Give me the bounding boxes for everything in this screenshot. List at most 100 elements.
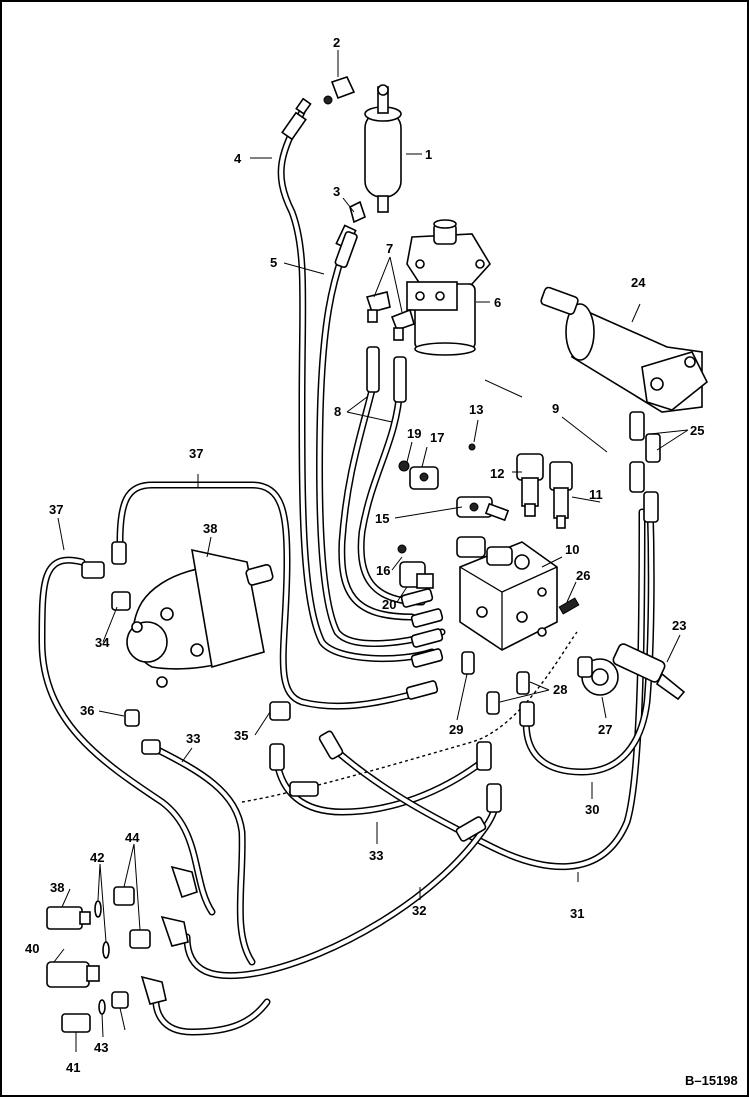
callout-19: 16 — [376, 563, 390, 578]
hose-end-32 — [141, 739, 161, 755]
elbow-hose-end-2 — [160, 915, 189, 947]
hose-crimp-30 — [455, 816, 487, 842]
callout-15: 15 — [375, 511, 389, 526]
hose-crimp-31 — [289, 781, 319, 797]
callout-40: 41 — [66, 1060, 80, 1075]
elbow-7a — [365, 291, 391, 323]
fitting-19 — [397, 536, 486, 558]
adapter-43b — [129, 929, 151, 949]
hose-end-b — [410, 608, 444, 628]
hose-end-28 — [629, 461, 645, 493]
callout-22: 24 — [631, 275, 646, 290]
callout-41: 42 — [90, 850, 104, 865]
hoses — [38, 108, 655, 1036]
figure-reference: B–15198 — [685, 1073, 738, 1088]
elbow-hose-end-1 — [170, 865, 198, 899]
callout-9: 9 — [552, 401, 559, 416]
hose-end-28b — [519, 701, 535, 727]
cartridge-11 — [549, 461, 573, 529]
hose-end-29 — [643, 491, 659, 523]
hose-end-5 — [334, 231, 358, 268]
callout-24: 26 — [576, 568, 590, 583]
drive-motor-36 — [126, 548, 274, 688]
hose-28 — [522, 498, 655, 776]
oring-41a — [94, 900, 102, 918]
hose-30 — [183, 788, 499, 980]
oring-42 — [98, 999, 106, 1015]
callout-1: 1 — [425, 147, 432, 162]
callout-23: 25 — [690, 423, 704, 438]
fitting-23a — [629, 411, 645, 441]
hose-end-8a — [366, 346, 380, 393]
hose-end-c — [410, 628, 444, 648]
oring-41b — [102, 941, 110, 959]
callout-12: 12 — [490, 466, 504, 481]
fitting-4-end — [281, 97, 312, 141]
elbow-25 — [577, 656, 619, 696]
hose-end-d — [410, 648, 444, 668]
callout-10: 10 — [565, 542, 579, 557]
elbow-hose-end-3 — [140, 975, 167, 1005]
fitting-2 — [323, 76, 356, 105]
plug-24 — [558, 597, 580, 615]
coupler-40 — [61, 1013, 91, 1033]
callout-3: 3 — [333, 184, 340, 199]
elbow-7b — [390, 308, 415, 341]
callout-31: 33 — [369, 848, 383, 863]
hose-end-29b — [318, 730, 344, 760]
callout-13: 13 — [469, 402, 483, 417]
callout-37: 37 — [189, 446, 203, 461]
coupler-39 — [46, 961, 100, 988]
callout-labels: 2 1 3 4 5 7 6 8 9 24 25 13 19 17 12 11 1… — [25, 35, 738, 1088]
callout-35: 37 — [49, 502, 63, 517]
callout-7: 7 — [386, 241, 393, 256]
callout-29: 31 — [570, 906, 584, 921]
fitting-27 — [461, 651, 475, 675]
nut-17 — [398, 460, 410, 472]
callout-28: 30 — [585, 802, 599, 817]
callout-34: 36 — [80, 703, 94, 718]
callout-42: 43 — [94, 1040, 108, 1055]
callout-4: 4 — [234, 151, 242, 166]
fitting-34 — [124, 709, 140, 727]
callout-33a: 34 — [95, 635, 110, 650]
callout-39: 40 — [25, 941, 39, 956]
callout-25: 27 — [598, 722, 612, 737]
callout-30: 32 — [412, 903, 426, 918]
callout-36: 38 — [203, 521, 217, 536]
fitting-16 — [409, 466, 439, 490]
callout-38: 38 — [50, 880, 64, 895]
hose-end-31a — [269, 743, 285, 771]
callout-5: 5 — [270, 255, 277, 270]
fitting-33b — [269, 701, 291, 721]
coupler-38 — [46, 906, 91, 930]
cartridge-12 — [516, 453, 544, 517]
hose-end-37 — [111, 541, 127, 565]
hose-end-a — [400, 588, 434, 608]
fitting-13 — [468, 443, 476, 451]
hose-end-30b — [486, 783, 502, 813]
motor-6 — [406, 219, 491, 356]
valve-block-10 — [459, 541, 558, 651]
fitting-26a — [516, 671, 530, 695]
hose-end-35 — [81, 561, 105, 579]
callout-21: 23 — [672, 618, 686, 633]
callout-8: 8 — [334, 404, 341, 419]
callout-16: 17 — [430, 430, 444, 445]
hose-end-31b — [476, 741, 492, 771]
hose-end-8b — [393, 356, 407, 403]
callout-2: 2 — [333, 35, 340, 50]
motor-22 — [540, 286, 709, 413]
callout-27: 29 — [449, 722, 463, 737]
fitting-26b — [486, 691, 500, 715]
callout-20: 20 — [382, 597, 396, 612]
fitting-15 — [456, 496, 510, 522]
fitting-23b — [645, 433, 661, 463]
callout-11: 11 — [589, 487, 603, 502]
cylinder-1 — [364, 84, 402, 213]
fitting-33a — [111, 591, 131, 611]
callout-17: 19 — [407, 426, 421, 441]
fitting-20 — [399, 561, 434, 589]
